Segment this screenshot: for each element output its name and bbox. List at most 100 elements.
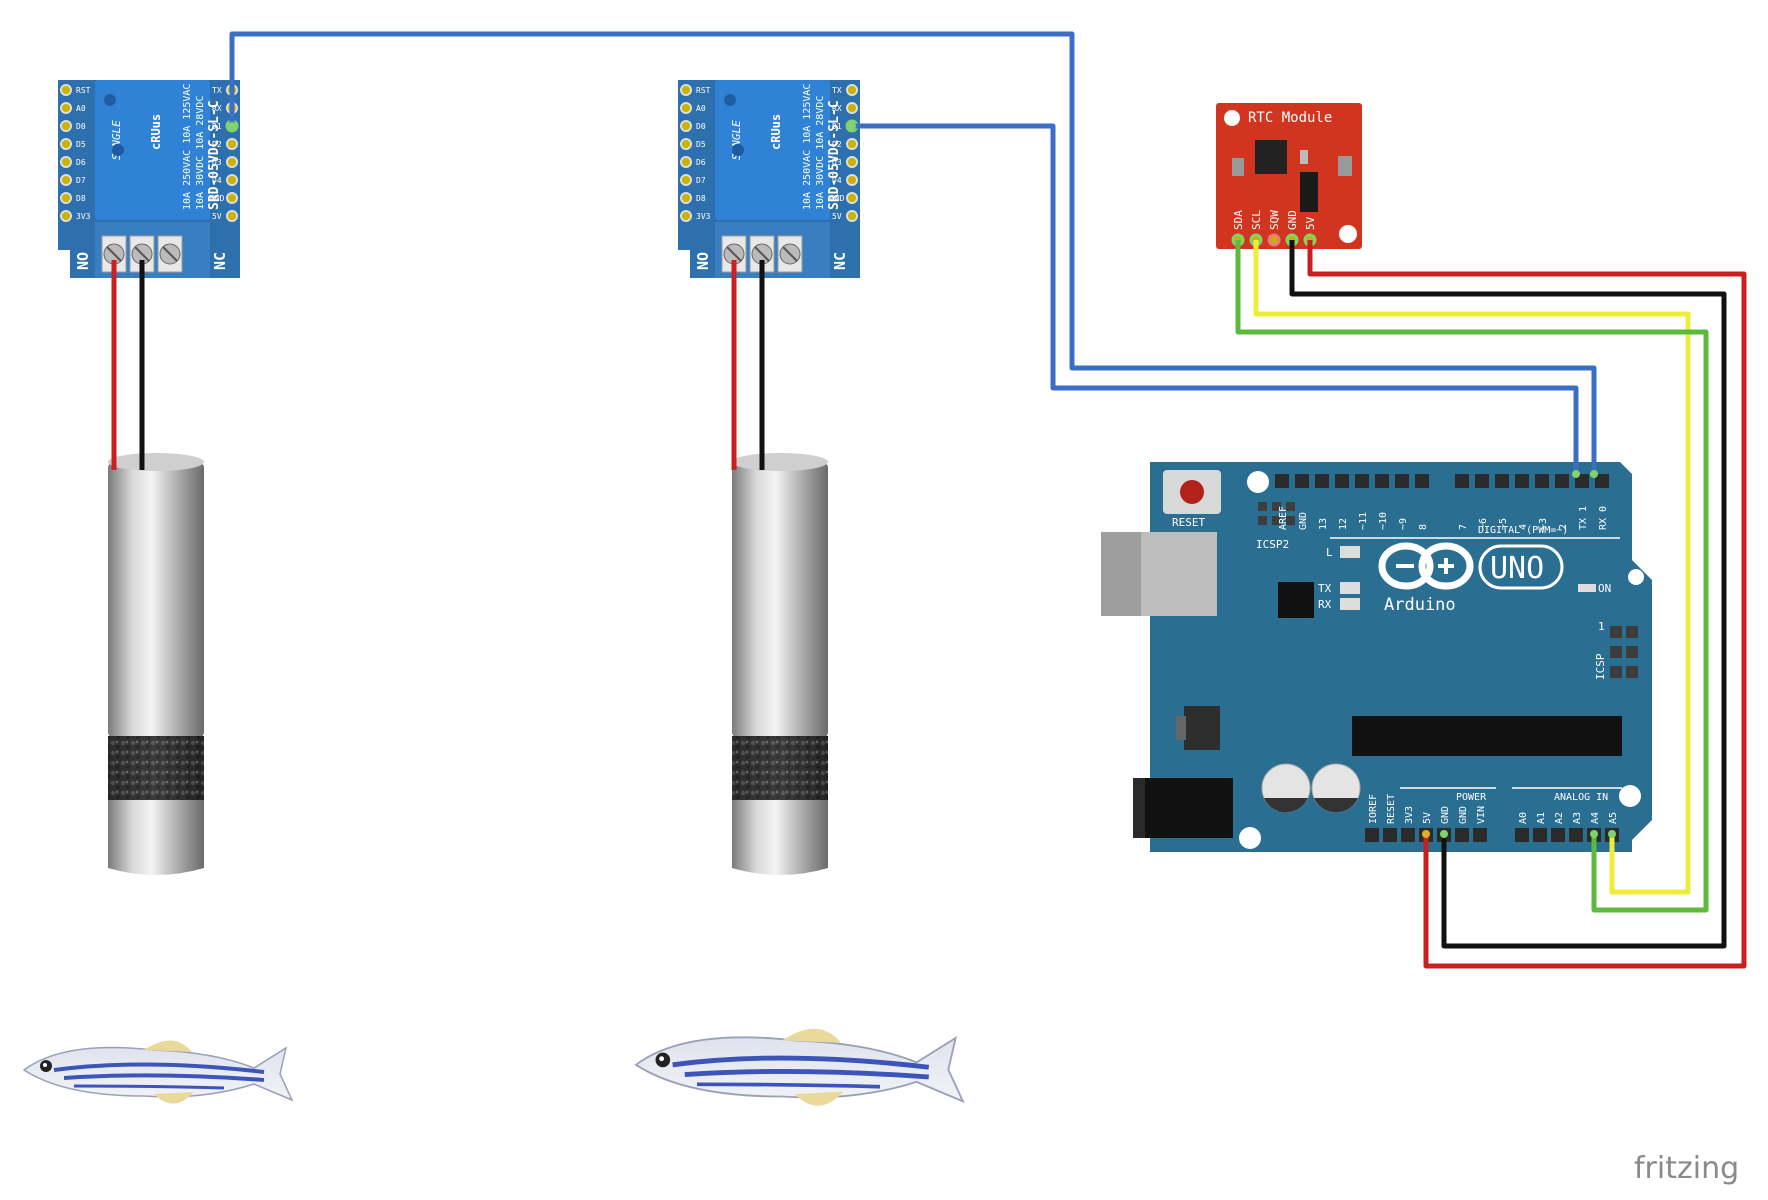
header-pin[interactable]: [1365, 828, 1379, 842]
header-pin[interactable]: [1355, 474, 1369, 488]
digital-pin-label: ~9: [1398, 518, 1409, 530]
relay-pin-label: TX: [832, 86, 842, 95]
header-pin[interactable]: [1515, 828, 1529, 842]
led-tx-label: TX: [1318, 582, 1332, 595]
analog-pin-label: A1: [1536, 812, 1547, 824]
header-pin[interactable]: [1455, 828, 1469, 842]
digital-pin-label: ~11: [1358, 512, 1369, 530]
power-pin-label: IOREF: [1368, 794, 1379, 824]
led-l-label: L: [1326, 546, 1333, 559]
relay-pin-label: D3: [832, 158, 842, 167]
wire-rtc-gnd[interactable]: [1289, 240, 1727, 949]
header-pin[interactable]: [1415, 474, 1429, 488]
relay-pin-label: GND: [830, 194, 845, 203]
header-pin[interactable]: [1555, 474, 1569, 488]
rtc-pin-label: SQW: [1268, 210, 1281, 230]
analog-pin-label: A0: [1518, 812, 1529, 824]
relay-pin-label: D7: [76, 176, 86, 185]
relay-pin-label: D8: [76, 194, 86, 203]
led-rx-label: RX: [1318, 598, 1332, 611]
mount-hole: [1224, 110, 1240, 126]
header-pin[interactable]: [1495, 474, 1509, 488]
header-pin[interactable]: [1595, 474, 1609, 488]
header-pin[interactable]: [1535, 474, 1549, 488]
digital-pin-label: AREF: [1278, 506, 1289, 530]
header-pin[interactable]: [1515, 474, 1529, 488]
digital-pin-label: TX 1: [1578, 506, 1589, 530]
wire-rtc-5v[interactable]: [1307, 240, 1747, 969]
fritzing-watermark: fritzing: [1634, 1151, 1739, 1186]
header-pin[interactable]: [1475, 474, 1489, 488]
wire-relay1-signal[interactable]: [229, 31, 1597, 474]
digital-pin-label: ~10: [1378, 512, 1389, 530]
header-pin[interactable]: [1275, 474, 1289, 488]
digital-pin-label: GND: [1298, 512, 1309, 530]
icsp-pin1-label: 1: [1598, 620, 1605, 633]
digital-pin-label: RX 0: [1598, 506, 1609, 530]
header-pin[interactable]: [1455, 474, 1469, 488]
pepper-grinder-1: [108, 453, 204, 875]
relay-pin-label: RX: [212, 104, 222, 113]
relay-spec-line: 10A 30VDC 10A 28VDC: [815, 96, 826, 210]
relay-pin-label: 5V: [212, 212, 222, 221]
wire-relay2-signal[interactable]: [852, 123, 1579, 474]
zebrafish-2: [634, 1028, 965, 1106]
mount-hole: [1339, 225, 1357, 243]
header-pin[interactable]: [1401, 828, 1415, 842]
digital-pin-label: 2: [1558, 524, 1569, 530]
analog-pin-label: A5: [1608, 812, 1619, 824]
relay-pin-label: 5V: [832, 212, 842, 221]
wire-rtc-scl[interactable]: [1253, 240, 1691, 895]
relay-pin-label: A0: [696, 104, 706, 113]
relay-led: [104, 94, 116, 106]
header-pin[interactable]: [1315, 474, 1329, 488]
analog-pin-label: A3: [1572, 812, 1583, 824]
mount-hole: [1247, 471, 1269, 493]
relay-pin-label: RST: [696, 86, 711, 95]
dc-barrel-jack: [1133, 778, 1233, 838]
header-pin[interactable]: [1383, 828, 1397, 842]
digital-pin-label: 4: [1518, 524, 1529, 530]
digital-header: [1275, 474, 1609, 488]
wire-rtc-sda[interactable]: [1235, 240, 1709, 913]
rtc-pin-label: SCL: [1250, 210, 1263, 230]
icsp2-label: ICSP2: [1256, 538, 1289, 551]
relay-pin-label: D4: [832, 176, 842, 185]
header-pin[interactable]: [1473, 828, 1487, 842]
relay-pin-label: D0: [76, 122, 86, 131]
header-pin[interactable]: [1335, 474, 1349, 488]
power-pin-label: VIN: [1476, 806, 1487, 824]
relay-pin-label: D4: [212, 176, 222, 185]
led-on-label: ON: [1598, 582, 1611, 595]
header-pin[interactable]: [1533, 828, 1547, 842]
header-pin[interactable]: [1295, 474, 1309, 488]
relay-pin-label: RX: [832, 104, 842, 113]
reset-label: RESET: [1172, 516, 1205, 529]
power-pin-label: GND: [1458, 806, 1469, 824]
digital-pin-label: ~3: [1538, 518, 1549, 530]
relay-cert: cRUus: [769, 114, 783, 150]
header-pin[interactable]: [1375, 474, 1389, 488]
digital-pin-label: ~6: [1478, 518, 1489, 530]
relay-led: [724, 94, 736, 106]
header-pin[interactable]: [1395, 474, 1409, 488]
arduino-model: UNO: [1490, 551, 1544, 586]
relay-pin-label: GND: [210, 194, 225, 203]
power-header: [1365, 828, 1487, 842]
relay-nc-label: NC: [211, 252, 229, 270]
relay-logo-icon: [732, 144, 744, 156]
relay-pin-label: D7: [696, 176, 706, 185]
capacitors: [1261, 763, 1361, 813]
relay-pin-label: D3: [212, 158, 222, 167]
digital-pin-label: 12: [1338, 518, 1349, 530]
header-pin[interactable]: [1551, 828, 1565, 842]
power-pin-label: RESET: [1386, 794, 1397, 824]
header-pin[interactable]: [1575, 474, 1589, 488]
relay-right-header: [845, 84, 859, 222]
header-pin[interactable]: [1569, 828, 1583, 842]
relay-pin-label: RST: [76, 86, 91, 95]
relay-screw-terminals: [721, 235, 803, 273]
relay-no-label: NO: [694, 252, 712, 270]
relay-pin-label: D5: [76, 140, 86, 149]
digital-label: DIGITAL (PWM=~): [1478, 525, 1568, 536]
